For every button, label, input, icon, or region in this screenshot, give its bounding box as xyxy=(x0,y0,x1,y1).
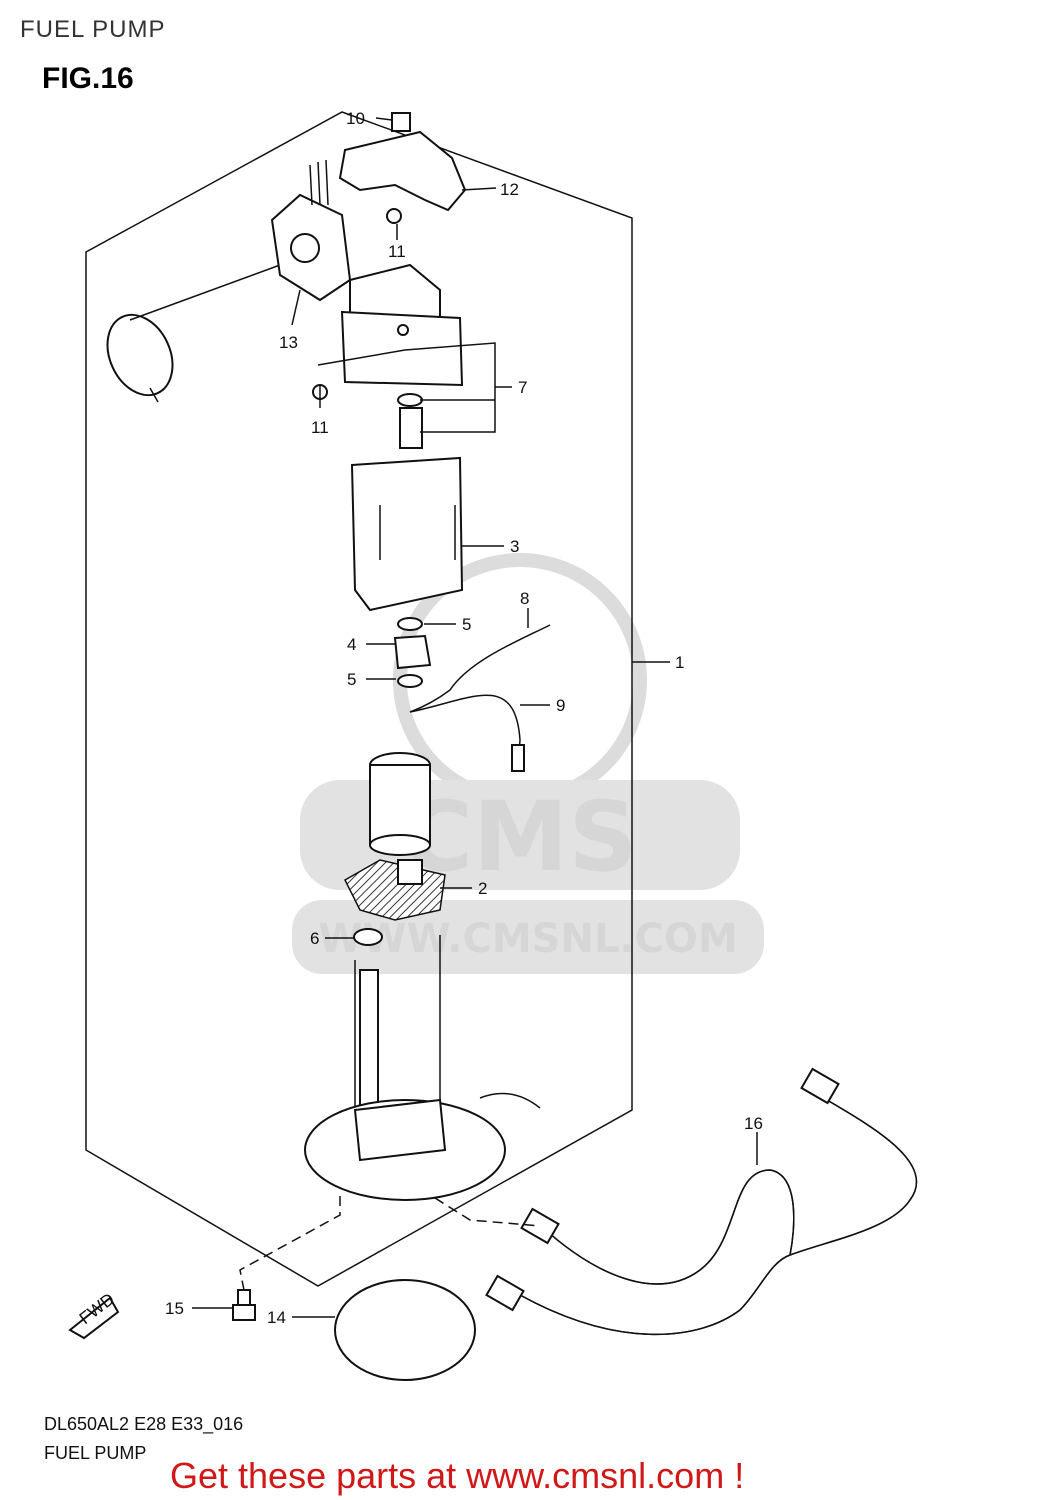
bracket xyxy=(338,112,467,224)
assembly-outline xyxy=(85,111,633,1287)
o-ring-small xyxy=(353,928,383,946)
fuel-strainer xyxy=(344,859,446,921)
promo-link-text[interactable]: Get these parts at www.cmsnl.com ! xyxy=(170,1455,745,1496)
leader-lines xyxy=(192,117,758,1318)
callout-8: 8 xyxy=(520,589,529,608)
pump-base-plate xyxy=(304,935,541,1201)
figure-label: FIG.16 xyxy=(42,62,134,95)
callout-15: 15 xyxy=(165,1299,184,1318)
callout-1: 1 xyxy=(675,653,684,672)
mounting-bolt xyxy=(232,1289,256,1321)
callout-9: 9 xyxy=(556,696,565,715)
tank-gasket xyxy=(334,1279,476,1381)
pressure-regulator xyxy=(393,617,432,688)
callout-7: 7 xyxy=(518,378,527,397)
callout-5-lower: 5 xyxy=(347,670,356,689)
callout-13: 13 xyxy=(279,333,298,352)
callout-11-upper: 11 xyxy=(388,242,406,261)
callout-labels: 10 12 11 13 7 11 3 8 5 4 1 5 9 2 6 16 15… xyxy=(165,109,763,1327)
model-code: DL650AL2 E28 E33_016 xyxy=(44,1414,244,1434)
callout-10: 10 xyxy=(346,109,365,128)
pump-holder xyxy=(350,393,464,612)
callout-14: 14 xyxy=(267,1308,286,1327)
callout-16: 16 xyxy=(744,1114,763,1133)
forward-direction-arrow: FWD xyxy=(68,1289,120,1340)
callout-2: 2 xyxy=(478,879,487,898)
fuel-level-gauge xyxy=(106,159,352,403)
fuel-hose xyxy=(485,1067,918,1336)
callout-4: 4 xyxy=(347,635,356,654)
callout-12: 12 xyxy=(500,180,519,199)
callout-11-lower: 11 xyxy=(311,418,329,437)
section-name: FUEL PUMP xyxy=(44,1443,147,1463)
callout-6: 6 xyxy=(310,929,319,948)
watermark-url: WWW.CMSNL.COM xyxy=(318,916,738,962)
callout-3: 3 xyxy=(510,537,519,556)
lead-wire xyxy=(409,624,551,772)
filter-cover xyxy=(312,263,464,400)
callout-5-upper: 5 xyxy=(462,615,471,634)
page-header-title: FUEL PUMP xyxy=(20,16,166,43)
fuel-pump-motor xyxy=(369,752,431,856)
